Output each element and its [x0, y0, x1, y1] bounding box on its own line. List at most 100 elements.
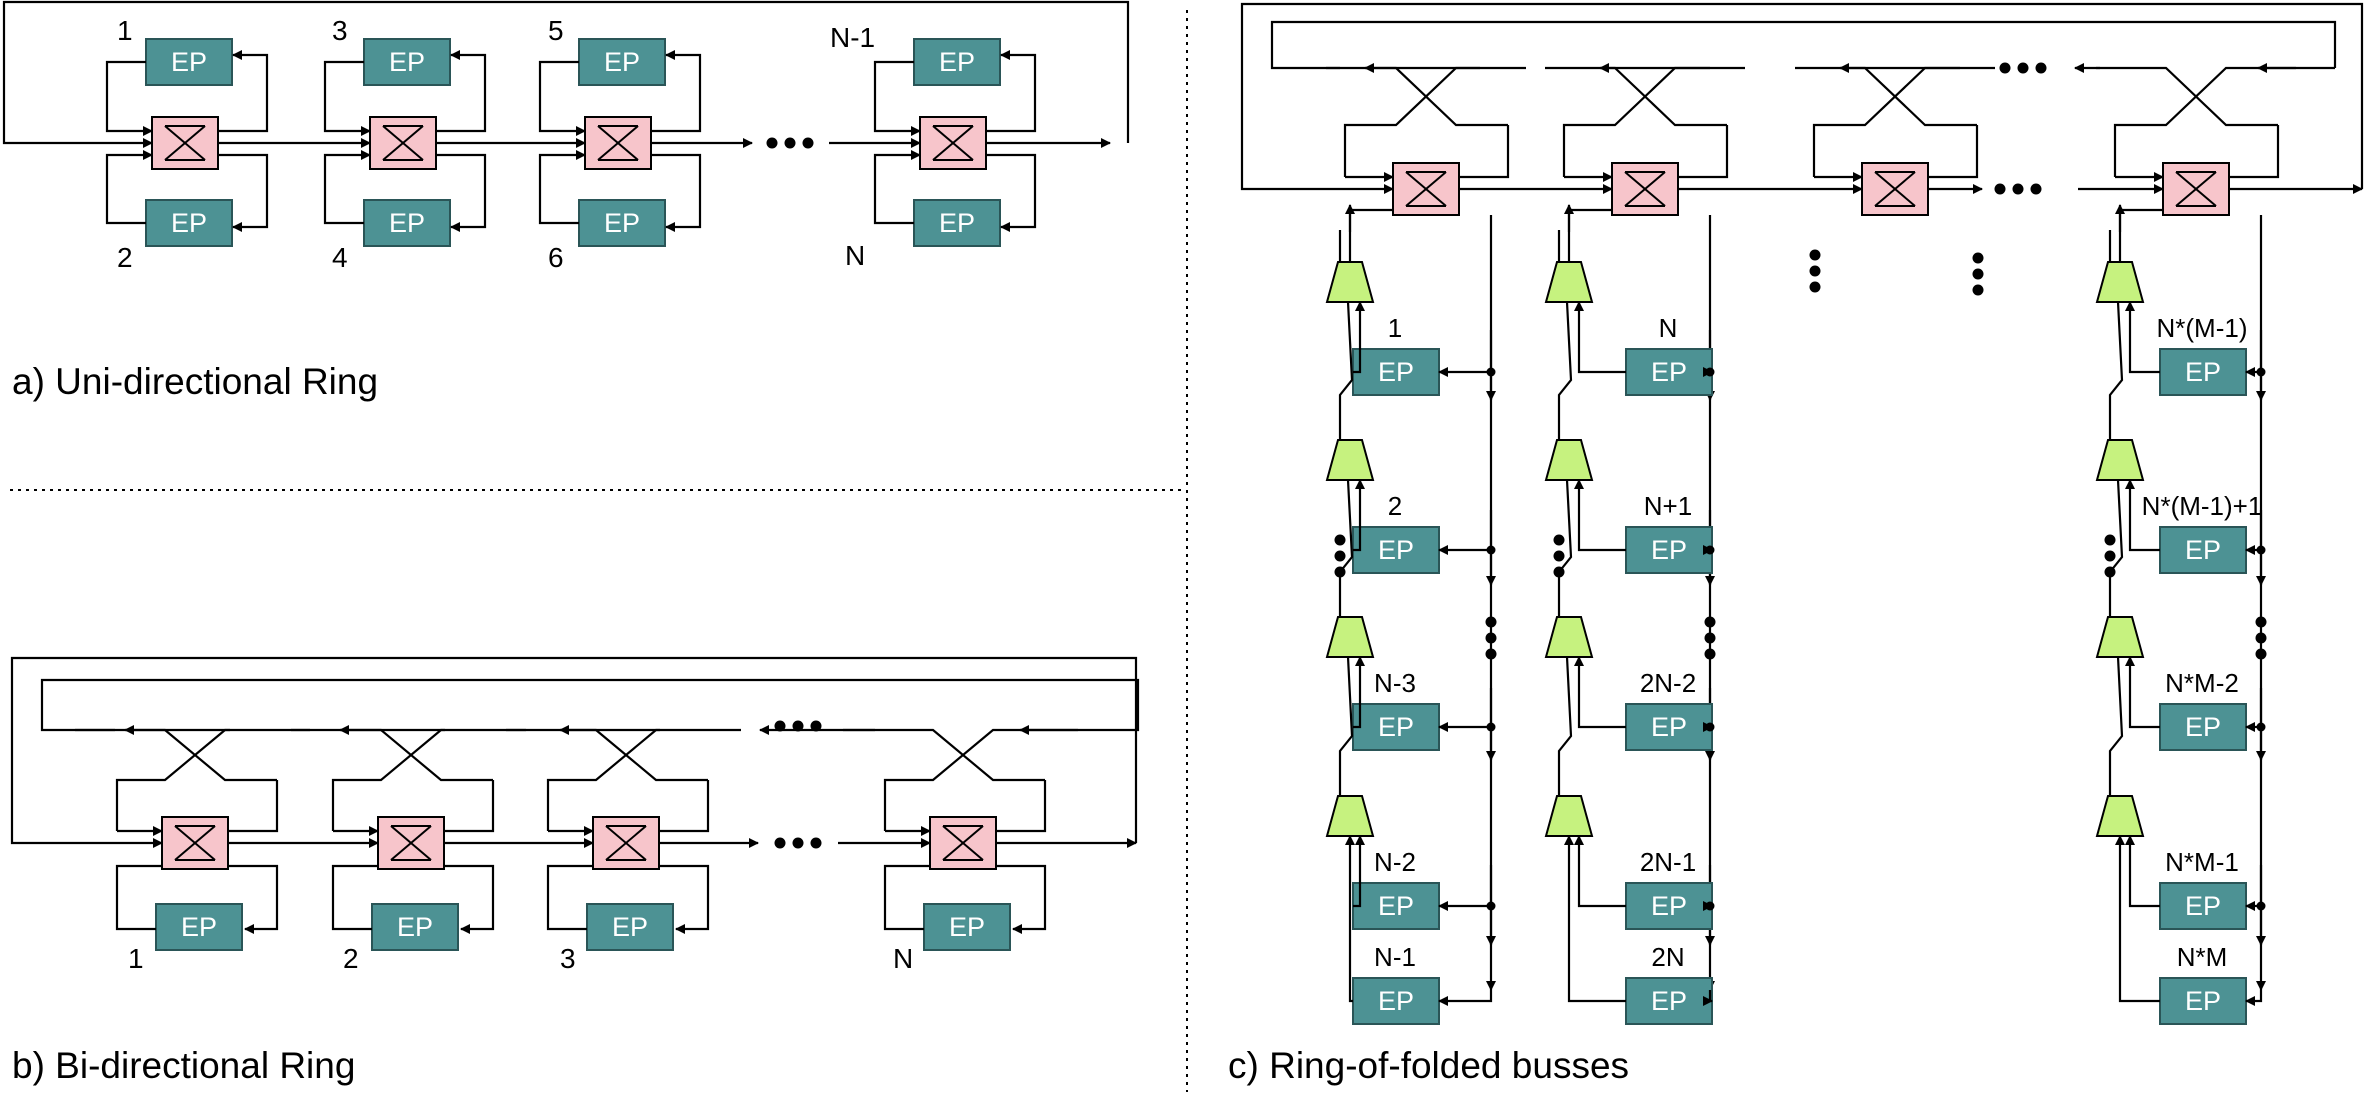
wire — [659, 864, 710, 934]
node-label: 1 — [128, 943, 144, 974]
wire — [1353, 301, 1365, 374]
wire — [1545, 66, 1727, 127]
wire — [1345, 835, 1355, 1003]
wire — [1557, 656, 1573, 796]
dots-icon — [774, 837, 822, 849]
wire — [1343, 66, 1526, 177]
endpoint-label: EP — [2185, 357, 2221, 387]
dot — [1809, 281, 1821, 293]
dot — [766, 137, 778, 149]
crossbar-switch-icon — [919, 116, 987, 170]
endpoint-label: EP — [604, 208, 640, 238]
caption-b: b) Bi-directional Ring — [12, 1045, 355, 1086]
trapezoid-mux-icon — [2095, 439, 2145, 481]
wire — [1795, 66, 1977, 127]
caption-a: a) Uni-directional Ring — [12, 361, 378, 402]
endpoint-label: EP — [604, 47, 640, 77]
dot — [1334, 534, 1346, 546]
router-mark — [2175, 171, 2217, 207]
router-mark — [932, 125, 974, 161]
node-label: N*M-2 — [2165, 668, 2239, 698]
dot — [1485, 648, 1497, 660]
router-mark — [164, 125, 206, 161]
wire — [651, 50, 702, 133]
endpoint-box — [578, 38, 666, 86]
endpoint-ep: EP — [2159, 348, 2247, 396]
wire — [1574, 835, 1626, 908]
trapezoid-mux-icon — [1325, 616, 1375, 658]
dots-icon — [774, 720, 822, 732]
wire — [331, 728, 526, 831]
node-label: 5 — [548, 15, 564, 46]
node-label: 2N-2 — [1640, 668, 1696, 698]
dots-icon — [766, 137, 814, 149]
dot — [2035, 62, 2047, 74]
wire — [1703, 990, 1713, 1006]
endpoint-label: EP — [1378, 891, 1414, 921]
wire — [228, 864, 279, 934]
endpoint-box — [1352, 703, 1440, 751]
dots-icon — [1553, 534, 1565, 578]
dots-icon — [2104, 534, 2116, 578]
dots-icon — [1809, 249, 1821, 293]
crossbar-switch-icon — [592, 816, 660, 870]
wire — [883, 728, 1078, 831]
wire — [2096, 66, 2278, 127]
endpoint-ep: EP — [1352, 526, 1440, 574]
dot — [1972, 268, 1984, 280]
dot — [2012, 183, 2024, 195]
dot — [1972, 284, 1984, 296]
dot — [1334, 550, 1346, 562]
wire — [1812, 66, 1995, 177]
router-mark — [605, 825, 647, 861]
wire — [323, 150, 371, 225]
trapezoid-mux-icon — [1544, 261, 1594, 303]
node-label: 4 — [332, 242, 348, 273]
wire — [843, 728, 1045, 782]
panel-ring-of-folded-busses: EP1EP2EPN-3EPN-2EPN-1EPNEPN+1EP2N-2EP2N-… — [1240, 2, 2364, 1025]
router-mark — [942, 825, 984, 861]
wire — [538, 60, 586, 136]
router-mark — [1874, 171, 1916, 207]
node-label: 1 — [117, 15, 133, 46]
wire — [2108, 656, 2124, 796]
dot — [1704, 632, 1716, 644]
endpoint-ep: EP — [913, 38, 1001, 86]
node-label: N-3 — [1374, 668, 1416, 698]
endpoint-ep: EP — [1352, 977, 1440, 1025]
endpoint-ep: EP — [145, 38, 233, 86]
trapezoid-mux-icon — [1544, 795, 1594, 837]
caption-c: c) Ring-of-folded busses — [1228, 1045, 1629, 1086]
node-label: N*M-1 — [2165, 847, 2239, 877]
endpoint-ep: EP — [1625, 977, 1713, 1025]
wire — [218, 50, 269, 133]
endpoint-label: EP — [1378, 535, 1414, 565]
endpoint-ep: EP — [363, 199, 451, 247]
trapezoid-mux-icon — [1325, 261, 1375, 303]
wire — [883, 864, 930, 931]
endpoint-label: EP — [1651, 891, 1687, 921]
wire — [1567, 208, 1612, 262]
wire — [2115, 835, 2160, 1003]
wire — [2108, 479, 2124, 617]
dot — [810, 837, 822, 849]
endpoint-box — [145, 38, 233, 86]
wire — [75, 728, 277, 782]
dot — [1809, 249, 1821, 261]
wire — [1574, 301, 1626, 374]
endpoint-label: EP — [949, 912, 985, 942]
endpoint-box — [1625, 703, 1713, 751]
router-mark — [597, 125, 639, 161]
dot — [1704, 648, 1716, 660]
wire — [996, 864, 1047, 934]
wire — [2125, 656, 2160, 729]
endpoint-label: EP — [612, 912, 648, 942]
endpoint-ep: EP — [371, 903, 459, 951]
wire — [2118, 208, 2163, 262]
node-label: 2N — [1651, 942, 1684, 972]
endpoint-box — [2159, 703, 2247, 751]
wire — [1326, 66, 1508, 127]
endpoint-ep: EP — [2159, 977, 2247, 1025]
dots-icon — [1994, 183, 2042, 195]
